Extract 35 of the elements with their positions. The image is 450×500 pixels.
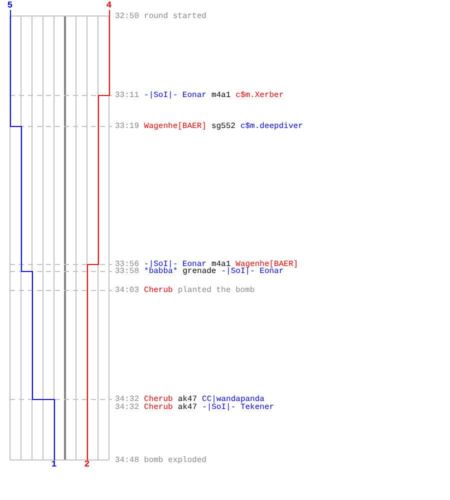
event-text: planted the bomb	[178, 286, 255, 294]
timestamp: 34:03	[115, 286, 140, 294]
player-count: 5	[7, 2, 13, 10]
timestamp: 34:32	[115, 396, 140, 404]
event-text: m4a1	[211, 92, 231, 100]
event-text: c$m.Xerber	[236, 92, 284, 100]
timestamp: 33:56	[115, 260, 140, 268]
event-text: grenade	[182, 268, 216, 276]
event-text: ak47	[178, 404, 198, 412]
event-text: CC|wandapanda	[202, 396, 264, 404]
player-count: 2	[84, 460, 90, 470]
event-text: -|SoI|- Tekener	[202, 404, 274, 412]
player-count: 1	[51, 460, 57, 470]
event-text: Cherub	[144, 396, 173, 404]
event-text: ak47	[178, 396, 198, 404]
event-text: round started	[144, 12, 206, 20]
event-text: *babba*	[144, 268, 178, 276]
event-text: m4a1	[211, 260, 231, 268]
event-text: sg552	[211, 122, 236, 130]
event-text: c$m.deepdiver	[240, 122, 303, 130]
timestamp: 33:58	[115, 268, 140, 276]
timestamp: 33:11	[115, 92, 140, 100]
event-text: Cherub	[144, 404, 173, 412]
event-text: -|SoI|- Eonar	[221, 268, 284, 276]
timestamp: 33:19	[115, 122, 140, 130]
event-text: bomb exploded	[144, 456, 206, 464]
event-text: Cherub	[144, 286, 173, 294]
player-count: 4	[106, 2, 112, 10]
timestamp: 32:50	[115, 12, 140, 20]
timestamp: 34:48	[115, 456, 140, 464]
timestamp: 34:32	[115, 404, 140, 412]
event-text: -|SoI|- Eonar	[144, 92, 206, 100]
event-text: -|SoI|- Eonar	[144, 260, 206, 268]
event-text: Wagenhe[BAER]	[144, 122, 206, 130]
event-text: Wagenhe[BAER]	[236, 260, 298, 268]
